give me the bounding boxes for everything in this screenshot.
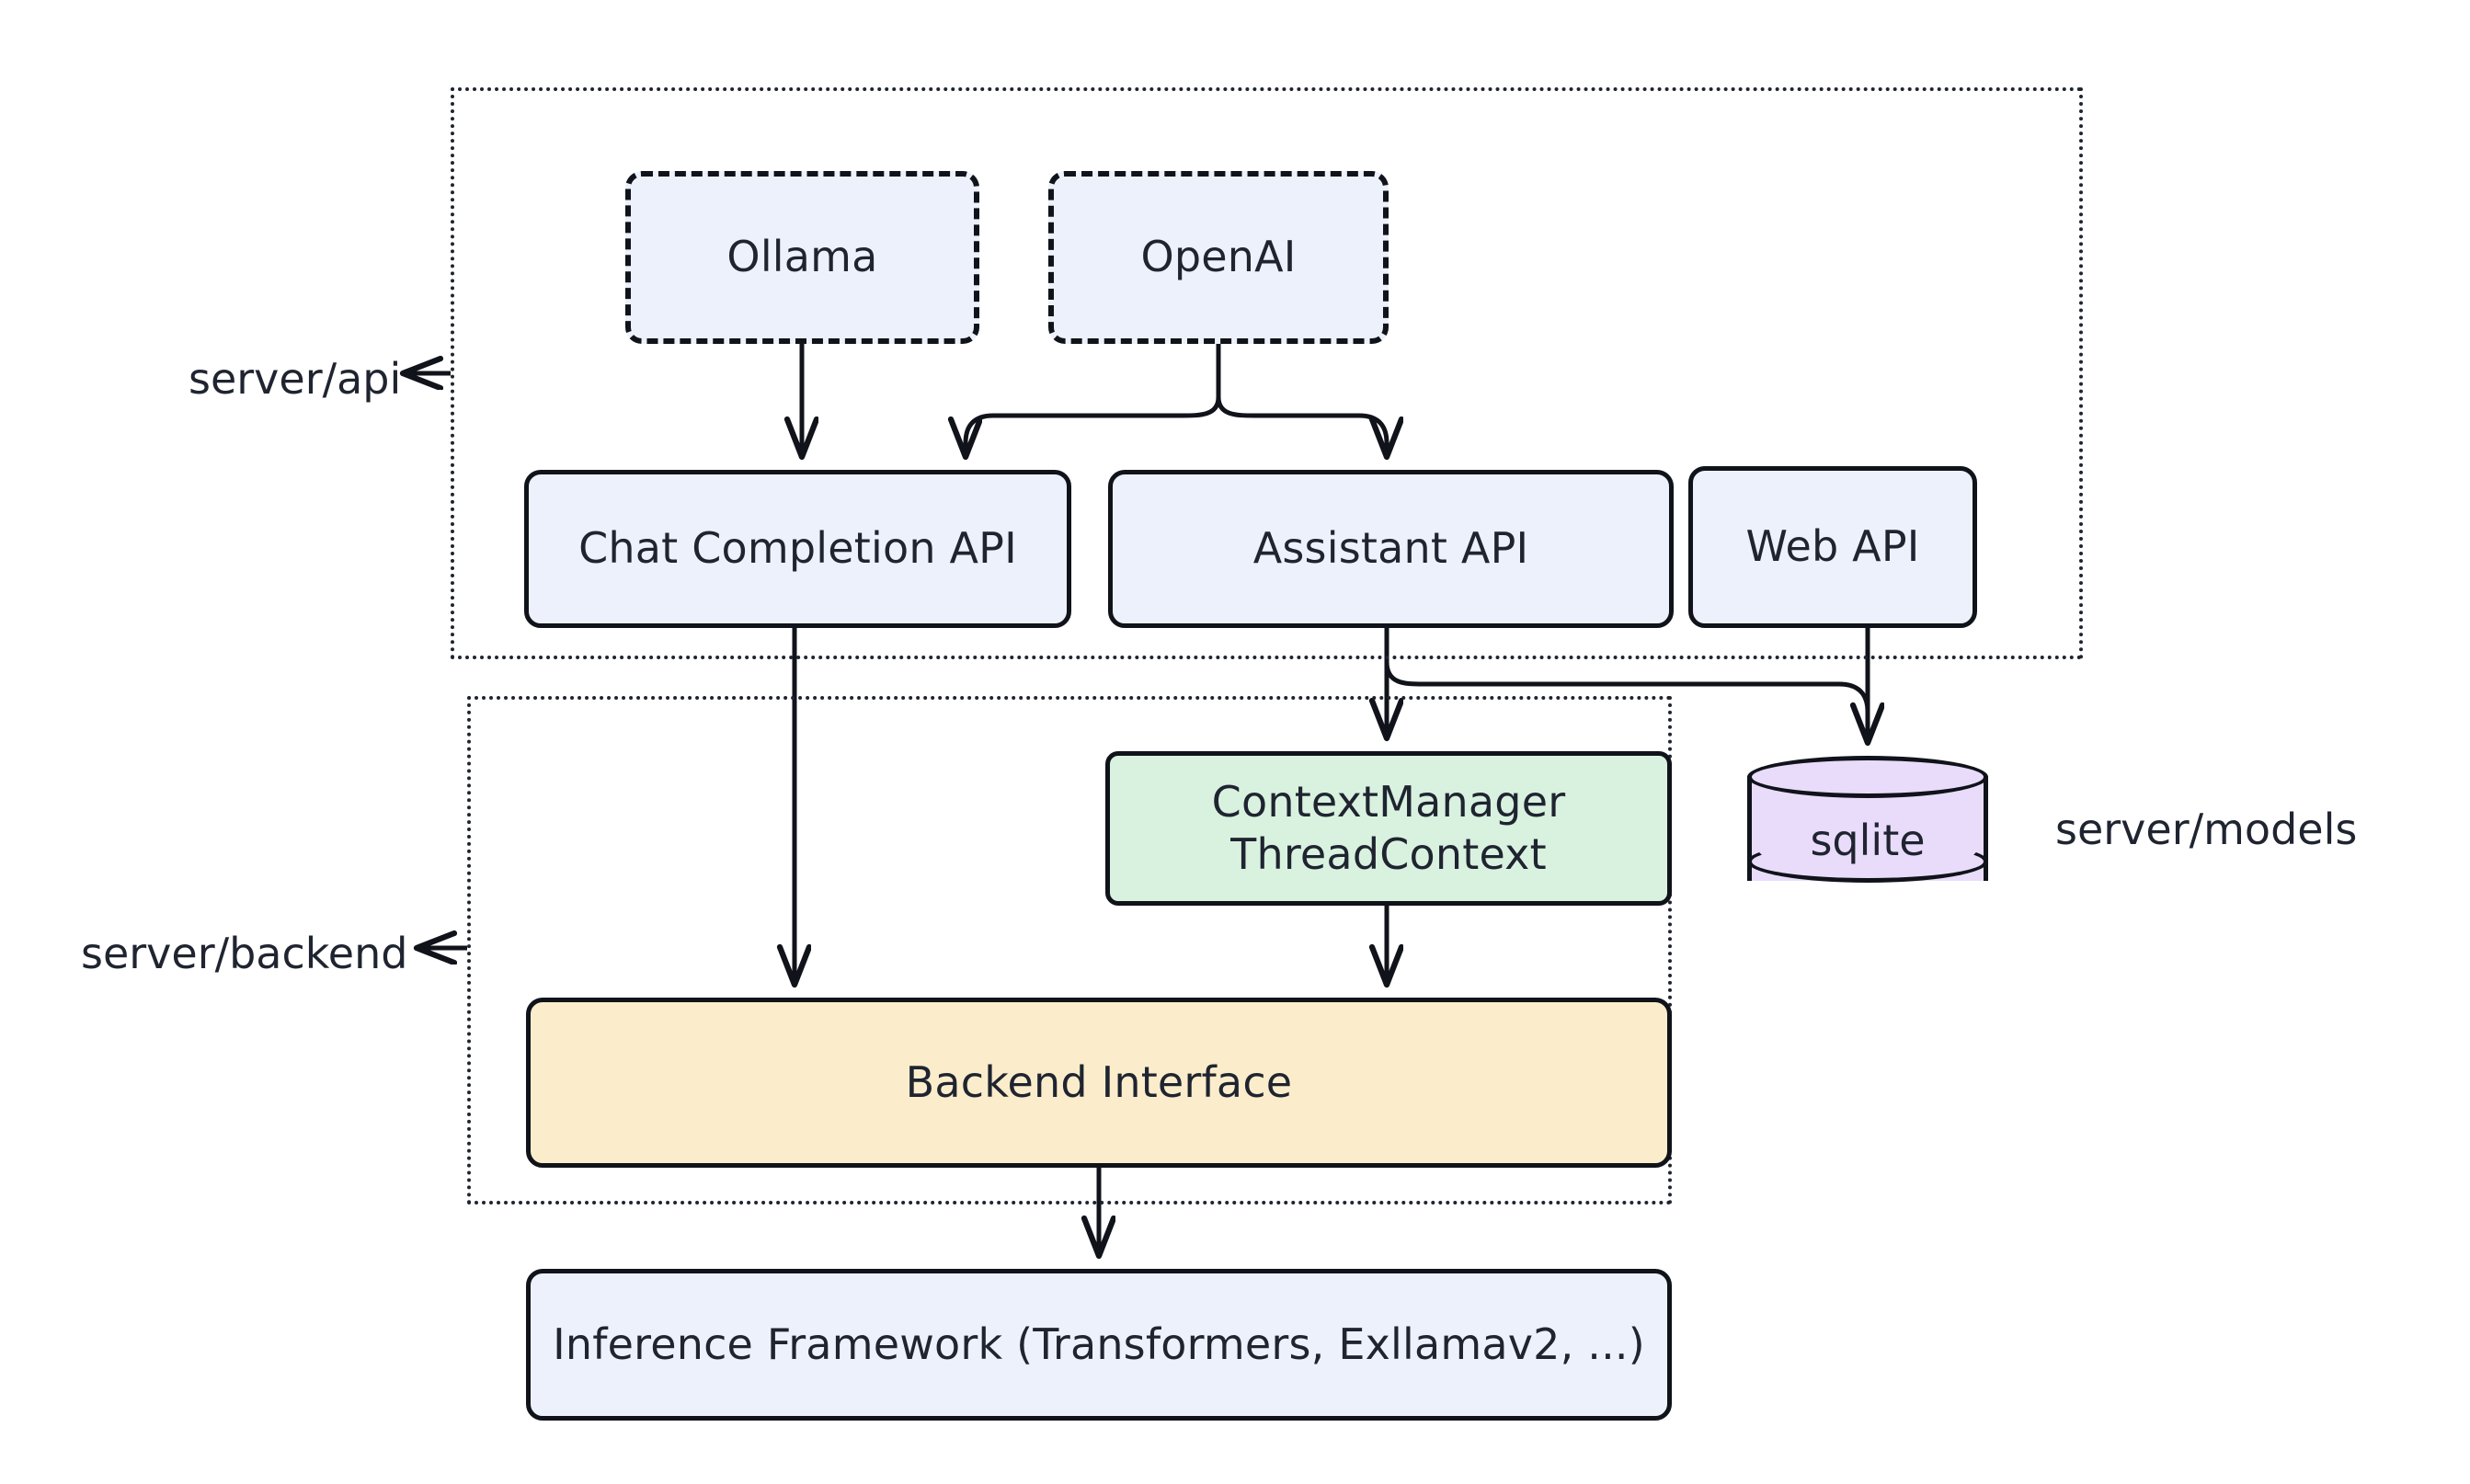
callout-label-server-api: server/api <box>189 354 402 404</box>
callout-label-server-backend: server/backend <box>81 929 408 978</box>
callout-label-server-models: server/models <box>2055 805 2358 854</box>
node-openai-label: OpenAI <box>1140 232 1297 282</box>
group-container-server-backend <box>467 696 1672 1204</box>
node-sqlite-database[interactable]: sqlite <box>1747 756 1988 901</box>
node-context-manager-label-line1: ContextManager <box>1211 776 1566 827</box>
group-container-server-api <box>451 87 2083 659</box>
node-inference-framework-label: Inference Framework (Transformers, Exlla… <box>553 1318 1645 1369</box>
node-sqlite-label: sqlite <box>1810 816 1926 865</box>
cylinder-top-ellipse <box>1747 756 1988 798</box>
node-chat-completion-api[interactable]: Chat Completion API <box>524 470 1071 628</box>
node-context-manager[interactable]: ContextManager ThreadContext <box>1105 751 1672 906</box>
node-ollama-label: Ollama <box>726 232 878 282</box>
node-assistant-api[interactable]: Assistant API <box>1108 470 1674 628</box>
node-chat-completion-api-label: Chat Completion API <box>578 523 1017 574</box>
node-web-api-label: Web API <box>1745 521 1920 572</box>
node-context-manager-label-line2: ThreadContext <box>1230 829 1547 879</box>
node-backend-interface-label: Backend Interface <box>905 1056 1293 1107</box>
node-inference-framework[interactable]: Inference Framework (Transformers, Exlla… <box>526 1269 1672 1421</box>
node-openai[interactable]: OpenAI <box>1048 171 1389 344</box>
node-web-api[interactable]: Web API <box>1688 466 1977 628</box>
node-ollama[interactable]: Ollama <box>625 171 979 344</box>
node-backend-interface[interactable]: Backend Interface <box>526 998 1672 1168</box>
cylinder-bottom-ellipse <box>1747 840 1988 883</box>
node-assistant-api-label: Assistant API <box>1252 523 1529 574</box>
